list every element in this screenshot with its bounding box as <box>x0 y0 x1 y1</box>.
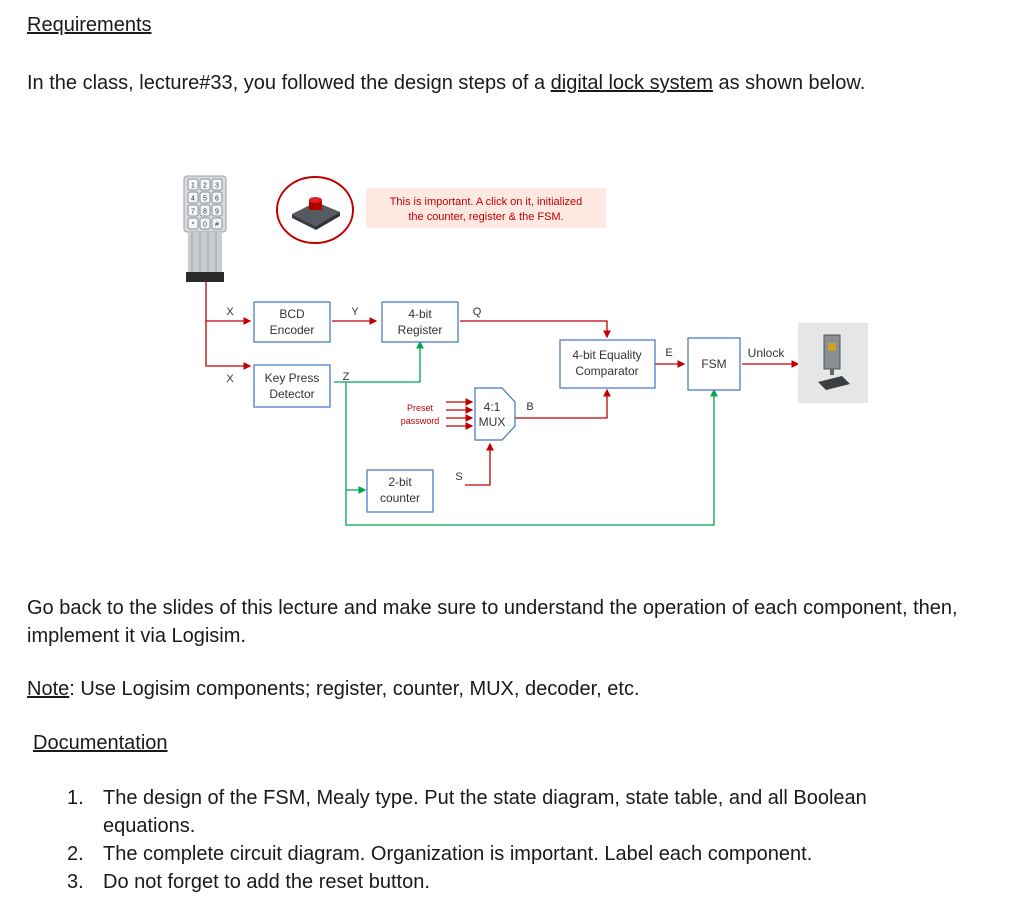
mux-label-1: 4:1 <box>484 400 501 414</box>
door-lock-image <box>798 323 868 403</box>
wire-z-to-fsm <box>345 382 718 526</box>
bcd-encoder-block <box>253 301 331 343</box>
list-item-number: 2. <box>67 843 84 865</box>
callout-line-1: This is important. A click on it, initia… <box>390 196 583 208</box>
instructions-paragraph: Go back to the slides of this lecture an… <box>27 597 958 647</box>
comparator-block <box>559 339 656 389</box>
counter-label-2: counter <box>380 491 420 505</box>
keypad-key-label: 0 <box>203 222 207 229</box>
wire-s <box>465 442 494 486</box>
note-text: : Use Logisim components; register, coun… <box>69 678 640 700</box>
register-label-2: Register <box>398 323 443 337</box>
section-heading-requirements: Requirements <box>27 14 152 36</box>
keypad-key-label: * <box>192 222 195 229</box>
keypad-image: 1 2 3 4 5 6 7 8 9 * 0 # <box>183 175 227 282</box>
signal-z: Z <box>343 371 350 383</box>
section-heading-documentation: Documentation <box>33 732 168 754</box>
keypad-key <box>187 191 199 204</box>
keypad-key <box>211 217 223 230</box>
keypad-key-label: 6 <box>215 196 219 203</box>
fsm-block <box>687 337 741 391</box>
bcd-encoder-label-2: Encoder <box>270 323 315 337</box>
digital-lock-block-diagram: 1 2 3 4 5 6 7 8 9 * 0 # This is important. A click … <box>183 175 868 526</box>
keypad-key-label: 2 <box>203 183 207 190</box>
keypad-key-label: 5 <box>203 196 207 203</box>
key-press-detector-label-2: Detector <box>269 387 314 401</box>
keypad-key-label: 1 <box>191 183 195 190</box>
bcd-encoder-label-1: BCD <box>279 307 305 321</box>
key-press-detector-block <box>253 364 331 408</box>
wire-b <box>515 388 611 419</box>
reset-callout <box>366 188 606 228</box>
wire-z-to-register <box>334 340 424 383</box>
preset-label-1: Preset <box>407 403 434 413</box>
comparator-label-2: Comparator <box>575 364 638 378</box>
list-item-text: The design of the FSM, Mealy type. Put t… <box>103 787 867 837</box>
keypad-key <box>187 217 199 230</box>
signal-y: Y <box>351 306 359 318</box>
keypad-key <box>199 178 211 191</box>
list-item-text: Do not forget to add the reset button. <box>103 871 430 893</box>
list-item: 2. The complete circuit diagram. Organiza… <box>0 840 933 868</box>
wire-keypad-to-detector <box>205 282 252 370</box>
keypad-key-label: 3 <box>215 183 219 190</box>
note-label: Note <box>27 678 70 700</box>
intro-text-after: as shown below. <box>712 72 866 94</box>
keypad-key <box>199 204 211 217</box>
register-block <box>381 301 459 343</box>
key-press-detector-label-1: Key Press <box>265 371 320 385</box>
list-item-text: The complete circuit diagram. Organizati… <box>103 843 813 865</box>
signal-x-bottom: X <box>226 373 234 385</box>
keypad-key <box>211 204 223 217</box>
preset-label-2: password <box>401 416 440 426</box>
list-item-number: 3. <box>67 871 84 893</box>
keypad-key <box>199 191 211 204</box>
keypad-key <box>211 178 223 191</box>
list-item-number: 1. <box>67 787 84 809</box>
keypad-key-label: 4 <box>191 196 195 203</box>
keypad-key <box>211 191 223 204</box>
reset-button-image <box>276 176 354 244</box>
register-label-1: 4-bit <box>408 307 432 321</box>
counter-label-1: 2-bit <box>388 475 412 489</box>
mux-block <box>474 387 516 441</box>
keypad-key <box>187 178 199 191</box>
list-item: 1. The design of the FSM, Mealy type. Put… <box>0 784 933 840</box>
keypad-key <box>199 217 211 230</box>
signal-unlock: Unlock <box>748 346 786 360</box>
signal-e: E <box>665 347 672 359</box>
keypad-key <box>187 204 199 217</box>
keypad-key-label: 9 <box>215 209 219 216</box>
intro-paragraph: In the class, lecture#33, you followed t… <box>27 70 865 96</box>
documentation-list: 1. The design of the FSM, Mealy type. Put… <box>0 784 933 896</box>
keypad-keys: 1 2 3 4 5 6 7 8 9 * 0 # <box>187 178 223 230</box>
comparator-label-1: 4-bit Equality <box>572 348 641 362</box>
digital-lock-system-link: digital lock system <box>550 72 713 94</box>
callout-line-2: the counter, register & the FSM. <box>408 211 563 223</box>
list-item: 3. Do not forget to add the reset button. <box>0 868 933 896</box>
signal-x-top: X <box>226 306 234 318</box>
signal-q: Q <box>473 306 482 318</box>
wire-q <box>460 320 611 339</box>
signal-s: S <box>455 471 462 483</box>
note-paragraph: Note: Use Logisim components; register, … <box>27 676 640 702</box>
intro-text-before: In the class, lecture#33, you followed t… <box>27 72 551 94</box>
counter-block <box>366 469 434 513</box>
fsm-label: FSM <box>701 357 726 371</box>
keypad-key-label: # <box>215 222 219 229</box>
keypad-key-label: 8 <box>203 209 207 216</box>
signal-b: B <box>526 401 533 413</box>
mux-label-2: MUX <box>479 415 506 429</box>
keypad-key-label: 7 <box>191 209 195 216</box>
